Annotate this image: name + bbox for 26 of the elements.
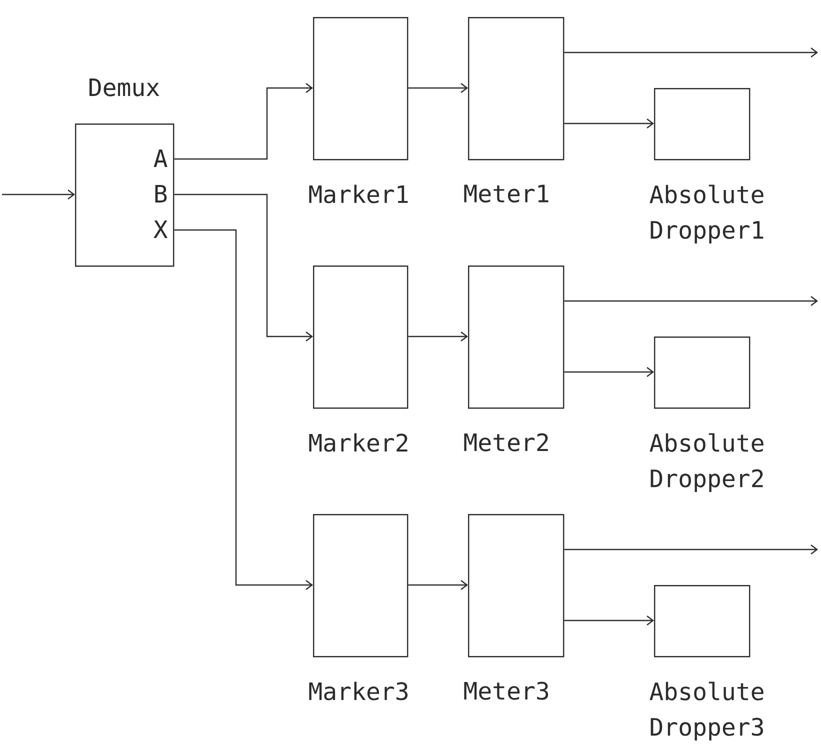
box-label: Absolute Dropper2 — [650, 433, 764, 492]
box-label: Absolute Dropper3 — [650, 682, 764, 741]
box-label: Marker1 — [309, 184, 408, 204]
arrow — [174, 229, 313, 590]
box-label: Absolute Dropper1 — [650, 184, 764, 244]
port-label: B — [155, 185, 167, 202]
arrow — [564, 118, 654, 128]
arrow — [174, 194, 313, 342]
arrow — [174, 83, 313, 160]
box-heading: Demux — [89, 78, 160, 96]
arrow — [564, 367, 654, 377]
box-label: Meter2 — [464, 433, 548, 452]
arrow — [408, 83, 468, 93]
box-label: Meter1 — [464, 184, 548, 203]
arrow — [408, 332, 468, 342]
arrow — [564, 48, 818, 58]
arrow — [564, 296, 818, 306]
box-label: Marker3 — [309, 682, 408, 700]
port-label: X — [154, 220, 168, 238]
arrow — [564, 616, 654, 626]
arrow — [2, 190, 75, 200]
arrow — [564, 544, 818, 554]
box-label: Meter3 — [464, 682, 548, 700]
box-label: Marker2 — [309, 433, 408, 452]
port-label: A — [154, 150, 168, 167]
arrow — [408, 580, 468, 590]
